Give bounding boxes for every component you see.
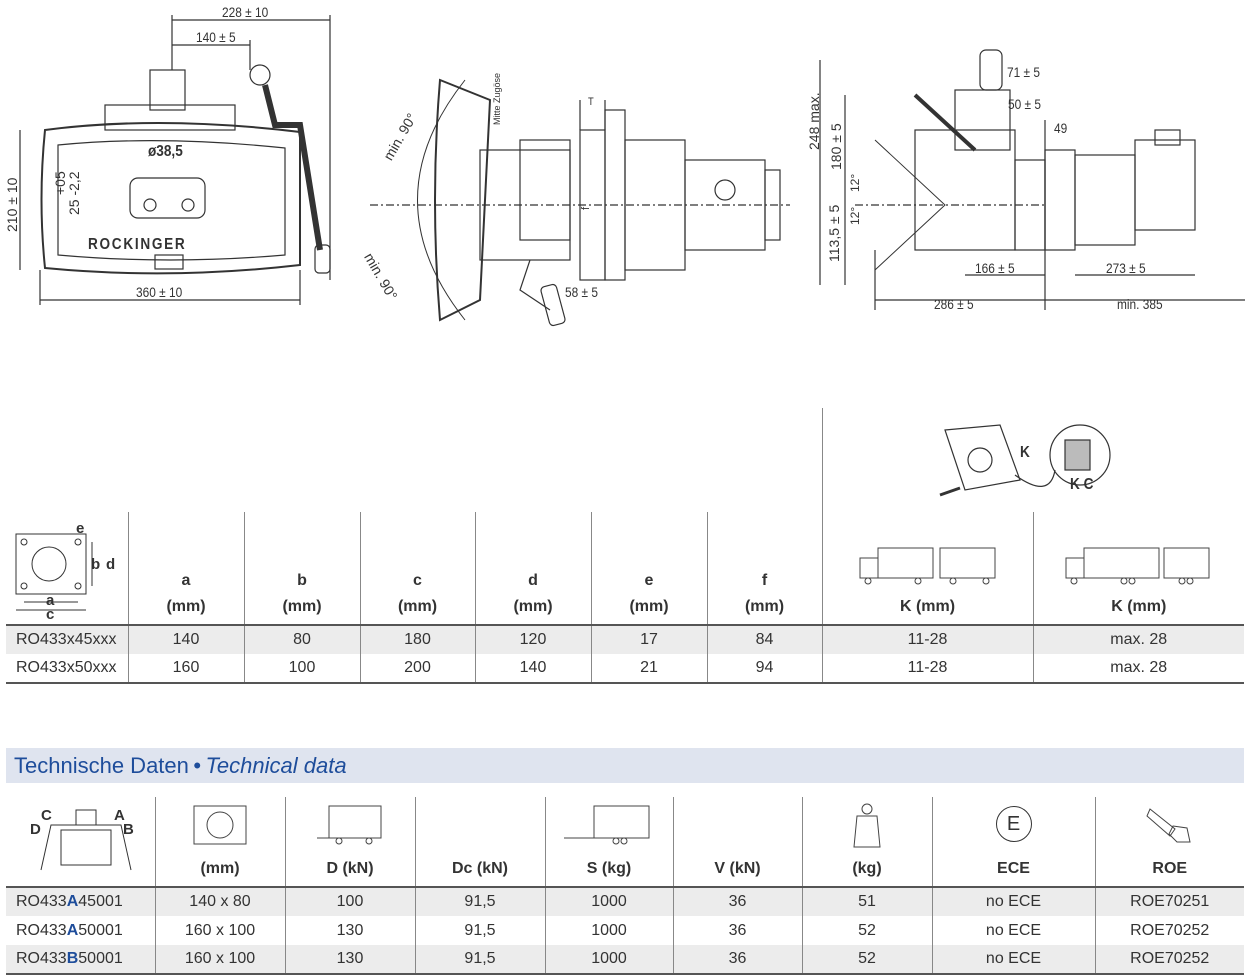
header-weight: (kg) xyxy=(801,797,932,888)
dim-50: 50 ± 5 xyxy=(1008,96,1042,112)
label-k: K xyxy=(1020,444,1030,461)
dim-T: T xyxy=(588,96,594,108)
header-f: f(mm) xyxy=(706,512,822,626)
flange-icon xyxy=(193,805,247,845)
header-dc: Dc (kN) xyxy=(414,797,545,888)
title-en: Technical data xyxy=(205,753,347,778)
header-a: a(mm) xyxy=(127,512,244,626)
dim-273: 273 ± 5 xyxy=(1106,260,1146,276)
bolt-icon xyxy=(1146,808,1191,843)
divider xyxy=(822,408,823,512)
angle-down: 12° xyxy=(848,206,862,225)
top-view-drawing xyxy=(370,78,790,327)
center-label: Mitte Zugöse xyxy=(492,72,502,125)
center-axle-trailer-icon xyxy=(564,805,650,845)
dim-base: 360 ± 10 xyxy=(136,284,183,300)
weight-icon xyxy=(853,803,881,848)
angle-up: 12° xyxy=(848,173,862,192)
flange-dimensions-table: a b c d e a(mm) b(mm) c(mm) d(mm) e(mm) … xyxy=(6,512,1244,684)
brand-logo-text: ROCKINGER xyxy=(88,236,187,253)
mount-detail-drawing xyxy=(939,424,1111,497)
ece-icon: E xyxy=(995,806,1032,842)
header-b: b(mm) xyxy=(243,512,360,626)
header-d: D (kN) xyxy=(284,797,415,888)
header-s: S (kg) xyxy=(544,797,673,888)
header-e: e(mm) xyxy=(590,512,707,626)
header-d: d(mm) xyxy=(474,512,591,626)
header-flange-size: (mm) xyxy=(154,797,285,888)
trailer-icon xyxy=(317,805,382,845)
dim-f: f xyxy=(580,206,592,210)
dim-49: 49 xyxy=(1054,120,1068,136)
dim-tolerance: 25 -2,2 xyxy=(66,171,82,215)
dim-height: 210 ± 10 xyxy=(4,177,20,232)
dim-113: 113,5 ± 5 xyxy=(826,204,842,262)
dim-width-total: 228 ± 10 xyxy=(222,4,269,20)
header-k-truck-trailer: K (mm) xyxy=(821,512,1033,626)
dim-248: 248 max. xyxy=(806,92,822,150)
side-view-drawing xyxy=(819,49,1245,310)
front-view-drawing xyxy=(19,15,331,305)
dim-58: 58 ± 5 xyxy=(565,284,599,300)
header-v: V (kN) xyxy=(672,797,802,888)
title-de: Technische Daten xyxy=(14,753,189,778)
dim-180: 180 ± 5 xyxy=(828,123,844,170)
dim-width-inner: 140 ± 5 xyxy=(196,29,236,45)
label-kc: K C xyxy=(1070,476,1094,493)
truck-center-axle-trailer-icon xyxy=(1065,547,1210,585)
dim-166: 166 ± 5 xyxy=(975,260,1015,276)
flange-diagram: a b c d e xyxy=(6,512,128,626)
header-c: c(mm) xyxy=(359,512,475,626)
truck-trailer-icon xyxy=(859,547,995,585)
title-separator: • xyxy=(193,753,202,778)
technical-data-table: C D A B (mm) D (kN) Dc (kN) S (kg) V (kN… xyxy=(6,797,1244,975)
dim-71: 71 ± 5 xyxy=(1007,64,1041,80)
dim-diameter: ø38,5 xyxy=(148,143,183,160)
header-k-semitrailer: K (mm) xyxy=(1032,512,1244,626)
dim-385: min. 385 xyxy=(1117,296,1163,312)
coupling-diagram: C D A B xyxy=(6,797,155,888)
header-roe: ROE xyxy=(1094,797,1244,888)
section-title-bar: Technische Daten • Technical data xyxy=(6,748,1244,783)
dim-286: 286 ± 5 xyxy=(934,296,974,312)
